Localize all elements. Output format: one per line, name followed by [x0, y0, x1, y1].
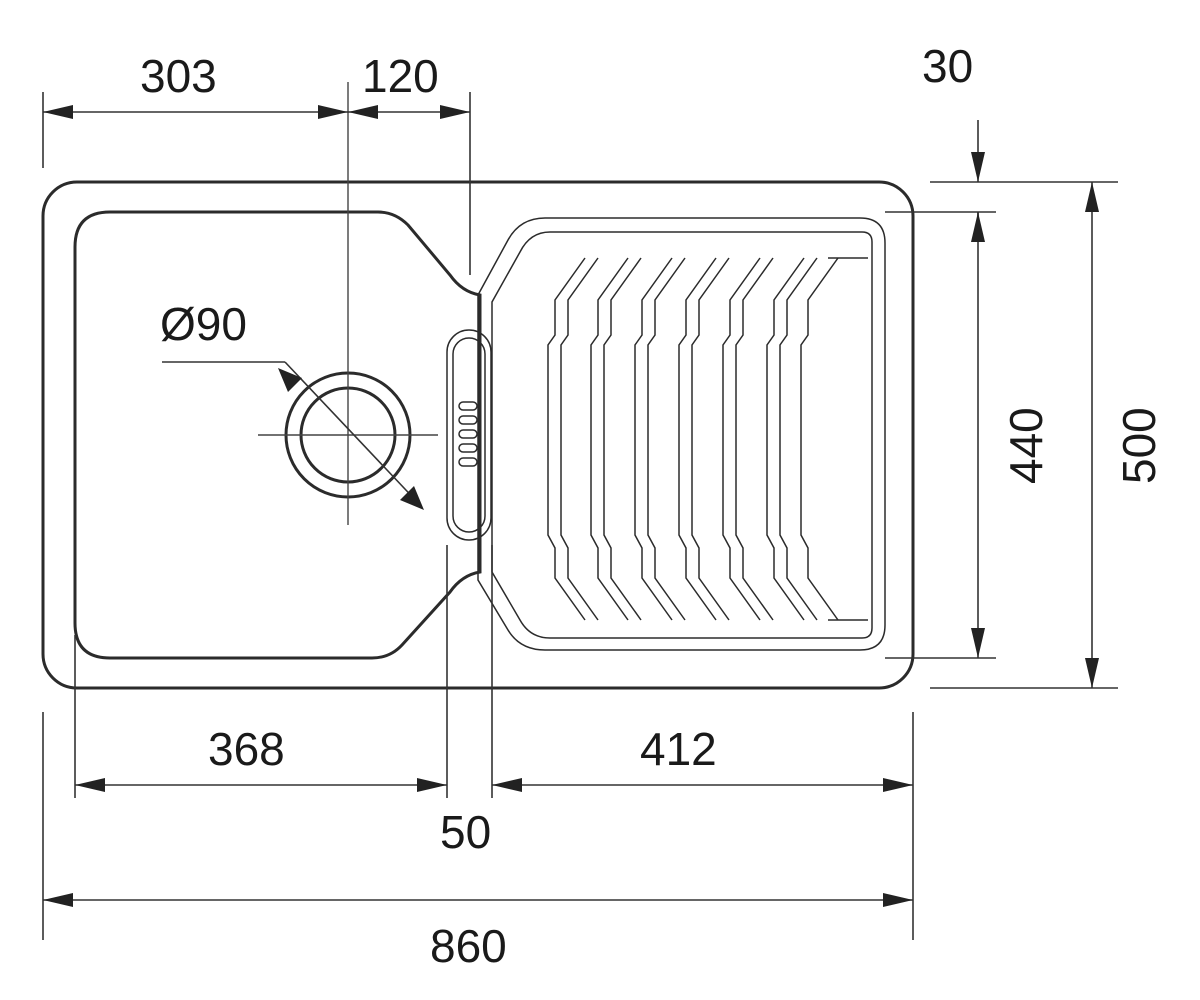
- drainer-rib: [678, 257, 717, 621]
- arrow: [440, 105, 470, 119]
- diameter-leader-diag: [284, 361, 422, 507]
- drainer-inner-outline: [491, 231, 873, 639]
- arrow: [318, 105, 348, 119]
- dim-label-50: 50: [440, 806, 491, 858]
- diameter-arrow-bottom: [400, 486, 424, 510]
- dim-label-412: 412: [640, 723, 717, 775]
- drainer-ribs: [547, 257, 868, 621]
- arrow: [971, 628, 985, 658]
- dim-label-368: 368: [208, 723, 285, 775]
- drainer-rib: [735, 257, 774, 621]
- drainer-rib: [590, 257, 629, 621]
- arrow: [348, 105, 378, 119]
- arrow: [971, 152, 985, 182]
- drainer-rib: [722, 257, 761, 621]
- arrow: [1085, 182, 1099, 212]
- dim-label-440: 440: [1000, 407, 1052, 484]
- arrow: [43, 893, 73, 907]
- drainer-rib: [800, 257, 839, 621]
- diameter-arrow-top: [278, 368, 302, 392]
- arrow: [883, 778, 913, 792]
- left-bowl-outline: [73, 210, 482, 660]
- sink-outer-outline: [41, 180, 915, 690]
- dim-label-500: 500: [1113, 407, 1165, 484]
- waste-diameter-label: Ø90: [160, 298, 247, 350]
- drainer-rib: [779, 257, 818, 621]
- dim-label-120: 120: [362, 50, 439, 102]
- drainer-rib: [547, 257, 586, 621]
- arrow: [1085, 658, 1099, 688]
- drainer-outline: [477, 217, 886, 651]
- arrow: [75, 778, 105, 792]
- drainer-rib: [603, 257, 642, 621]
- overflow-slot: [446, 329, 492, 541]
- drainer-rib: [647, 257, 686, 621]
- drainer-rib: [691, 257, 730, 621]
- dim-label-303: 303: [140, 50, 217, 102]
- arrow: [492, 778, 522, 792]
- drainer-rib: [560, 257, 599, 621]
- drainer-rib: [634, 257, 673, 621]
- drainer-rib: [766, 257, 805, 621]
- arrow: [971, 212, 985, 242]
- arrow: [43, 105, 73, 119]
- arrow: [417, 778, 447, 792]
- arrow: [883, 893, 913, 907]
- dim-label-30: 30: [922, 40, 973, 92]
- dim-label-860: 860: [430, 920, 507, 972]
